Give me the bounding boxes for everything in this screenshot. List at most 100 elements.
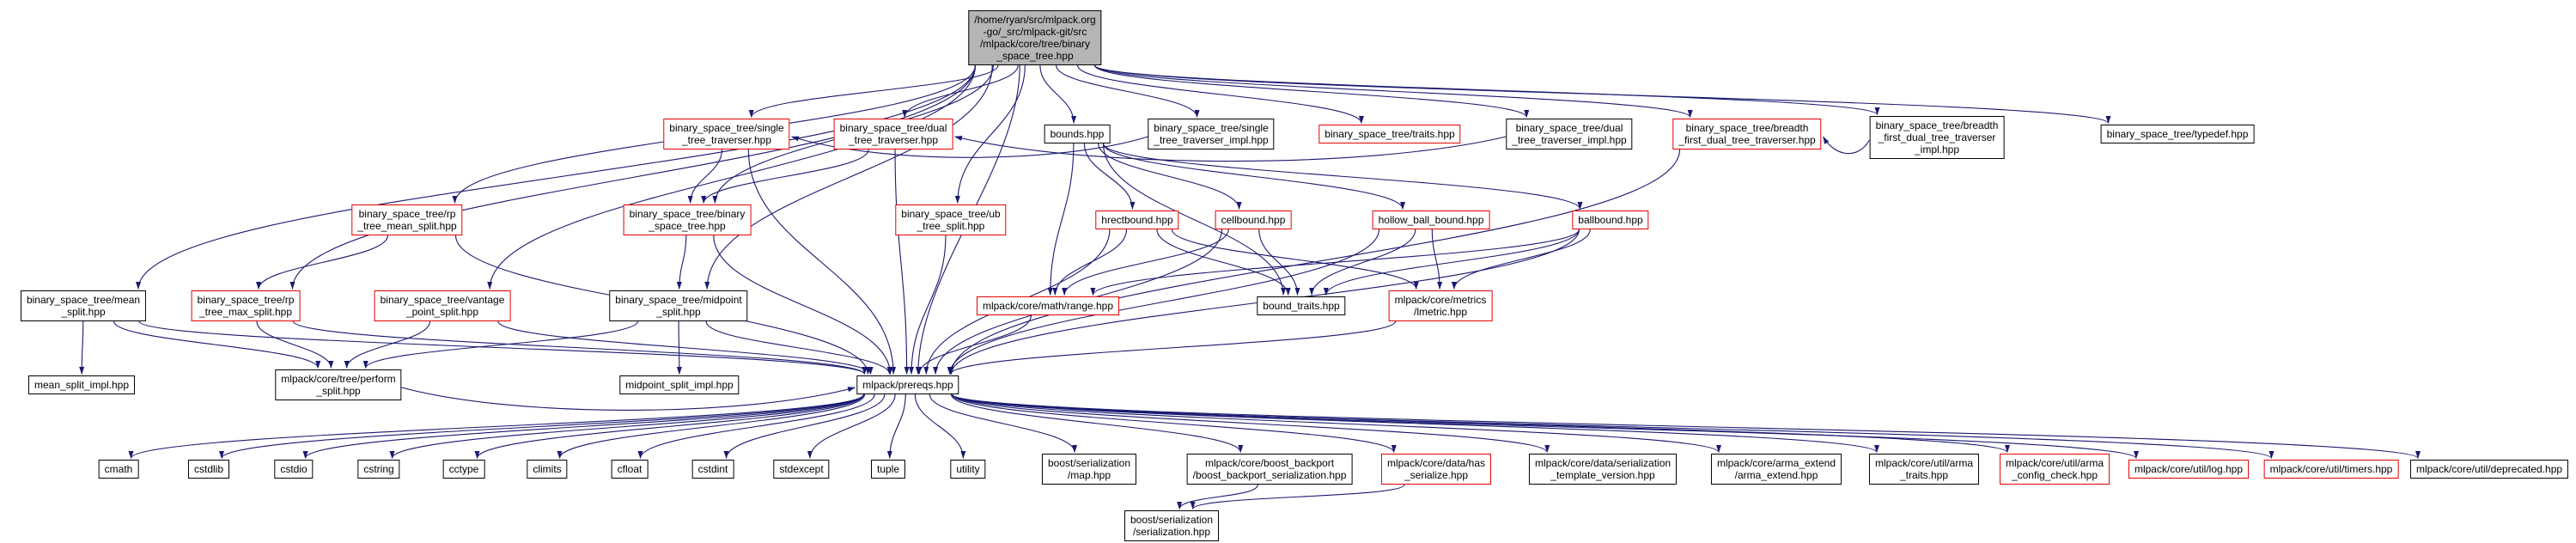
graph-node-midpoint_split[interactable]: binary_space_tree/midpoint_split.hpp: [609, 290, 748, 321]
edge-prereqs-to-cmath: [128, 394, 865, 459]
node-label-line: cstring: [363, 463, 394, 475]
node-label-line: _tree_traverser_impl.hpp: [1154, 134, 1269, 146]
edge-ub_tree_split-to-prereqs: [909, 235, 947, 375]
graph-node-has_serialize[interactable]: mlpack/core/data/has_serialize.hpp: [1380, 454, 1492, 485]
node-label-line: binary_space_tree/rp: [197, 294, 295, 306]
edge-hrectbound-to-bound_traits: [1156, 229, 1291, 296]
graph-node-midpoint_split_impl[interactable]: midpoint_split_impl.hpp: [619, 375, 740, 394]
graph-node-breadth_traverser_impl[interactable]: binary_space_tree/breadth_first_dual_tre…: [1869, 116, 2005, 159]
node-label-line: /home/ryan/src/mlpack.org: [974, 14, 1096, 26]
node-label-line: binary_space_tree/binary: [629, 208, 746, 220]
edge-boost_backport-to-boost_serialization: [1177, 484, 1258, 509]
graph-node-cellbound[interactable]: cellbound.hpp: [1215, 210, 1292, 229]
node-label-line: hollow_ball_bound.hpp: [1378, 214, 1484, 226]
graph-node-tuple: tuple: [870, 460, 906, 479]
node-label-line: mlpack/core/arma_extend: [1716, 457, 1836, 469]
edge-vantage_point_split-to-perform_split: [344, 320, 431, 369]
edge-rp_tree_max_split-to-perform_split: [256, 320, 334, 369]
graph-node-utility: utility: [950, 460, 986, 479]
graph-node-rp_tree_max_split[interactable]: binary_space_tree/rp_tree_max_split.hpp: [191, 290, 301, 321]
edge-rp_tree_mean_split-to-rp_tree_max_split: [256, 235, 388, 290]
edge-binary_space_tree-to-prereqs: [713, 235, 893, 375]
node-label-line: cstdlib: [193, 463, 224, 475]
node-label-line: bound_traits.hpp: [1263, 300, 1340, 312]
node-label-line: _tree_max_split.hpp: [198, 306, 293, 318]
node-label-line: _tree_traverser_impl.hpp: [1512, 134, 1627, 146]
node-label-line: utility: [956, 463, 980, 475]
node-label-line: cstdint: [697, 463, 728, 475]
graph-node-dual_tree_traverser[interactable]: binary_space_tree/dual_tree_traverser.hp…: [833, 119, 953, 149]
edge-range-to-prereqs: [917, 314, 1032, 375]
edge-main-to-single_tree_traverser: [748, 64, 999, 118]
edge-single_tree_traverser_impl-to-single_tree_traverser: [791, 136, 1148, 158]
node-label-line: climits: [533, 463, 562, 475]
graph-node-lmetric[interactable]: mlpack/core/metrics/lmetric.hpp: [1388, 290, 1493, 321]
edge-main-to-breadth_traverser: [1093, 64, 1693, 118]
graph-node-ser_template_version[interactable]: mlpack/core/data/serialization_template_…: [1528, 454, 1678, 485]
edge-hollow_ball_bound-to-bound_traits: [1309, 229, 1416, 296]
graph-node-log[interactable]: mlpack/core/util/log.hpp: [2128, 460, 2250, 479]
node-label-line: boost/serialization: [1130, 514, 1214, 526]
edge-perform_split-to-prereqs: [401, 387, 856, 411]
graph-node-mean_split_impl[interactable]: mean_split_impl.hpp: [27, 375, 136, 394]
edge-lmetric-to-prereqs: [947, 320, 1397, 375]
graph-node-arma_traits[interactable]: mlpack/core/util/arma_traits.hpp: [1868, 454, 1980, 485]
node-label-line: /boost_backport_serialization.hpp: [1192, 469, 1347, 481]
graph-node-arma_extend[interactable]: mlpack/core/arma_extend/arma_extend.hpp: [1710, 454, 1842, 485]
node-label-line: mlpack/core/data/serialization: [1534, 457, 1672, 469]
edge-bounds-to-ballbound: [1102, 143, 1583, 210]
node-label-line: cellbound.hpp: [1221, 214, 1286, 226]
edge-main-to-ub_tree_split: [954, 64, 1026, 204]
edge-hrectbound-to-range: [1052, 229, 1128, 296]
graph-node-ballbound[interactable]: ballbound.hpp: [1572, 210, 1649, 229]
node-label-line: mlpack/core/util/timers.hpp: [2269, 463, 2393, 475]
graph-node-bounds[interactable]: bounds.hpp: [1044, 125, 1111, 143]
graph-node-prereqs[interactable]: mlpack/prereqs.hpp: [856, 375, 959, 394]
edge-prereqs-to-arma_extend: [951, 394, 1721, 453]
node-label-line: mlpack/core/boost_backport: [1204, 457, 1335, 469]
node-label-line: _traits.hpp: [1899, 469, 1949, 481]
node-label-line: cfloat: [617, 463, 642, 475]
node-label-line: binary_space_tree/breadth: [1685, 122, 1809, 134]
node-label-line: _tree_mean_split.hpp: [357, 220, 457, 232]
graph-node-binary_space_tree[interactable]: binary_space_tree/binary_space_tree.hpp: [623, 204, 752, 235]
graph-node-typedef[interactable]: binary_space_tree/typedef.hpp: [2100, 125, 2255, 143]
graph-node-deprecated[interactable]: mlpack/core/util/deprecated.hpp: [2409, 460, 2569, 479]
graph-node-single_tree_traverser_impl[interactable]: binary_space_tree/single_tree_traverser_…: [1148, 119, 1275, 149]
edge-vantage_point_split-to-prereqs: [497, 320, 874, 375]
graph-node-bound_traits[interactable]: bound_traits.hpp: [1257, 296, 1346, 315]
graph-node-breadth_traverser[interactable]: binary_space_tree/breadth_first_dual_tre…: [1672, 119, 1822, 149]
node-label-line: binary_space_tree/midpoint: [615, 294, 742, 306]
graph-node-timers[interactable]: mlpack/core/util/timers.hpp: [2263, 460, 2399, 479]
node-label-line: cstdio: [280, 463, 308, 475]
graph-node-ub_tree_split[interactable]: binary_space_tree/ub_tree_split.hpp: [895, 204, 1007, 235]
graph-node-dual_tree_traverser_impl[interactable]: binary_space_tree/dual_tree_traverser_im…: [1506, 119, 1633, 149]
edge-prereqs-to-deprecated: [951, 394, 2421, 459]
node-label-line: binary_space_tree/rp: [358, 208, 456, 220]
edge-dual_tree_traverser_impl-to-dual_tree_traverser: [954, 136, 1507, 162]
edge-dual_tree_traverser-to-prereqs: [894, 149, 910, 375]
edge-prereqs-to-cstdint: [723, 394, 886, 459]
node-label-line: _template_version.hpp: [1550, 469, 1655, 481]
graph-node-vantage_point_split[interactable]: binary_space_tree/vantage_point_split.hp…: [374, 290, 511, 321]
graph-node-hrectbound[interactable]: hrectbound.hpp: [1095, 210, 1179, 229]
node-label-line: mlpack/core/util/deprecated.hpp: [2415, 463, 2563, 475]
node-label-line: mean_split_impl.hpp: [33, 379, 130, 391]
node-label-line: midpoint_split_impl.hpp: [625, 379, 734, 391]
graph-node-single_tree_traverser[interactable]: binary_space_tree/single_tree_traverser.…: [663, 119, 790, 149]
edge-prereqs-to-cctype: [474, 394, 865, 459]
graph-node-arma_config_check[interactable]: mlpack/core/util/arma_config_check.hpp: [1999, 454, 2110, 485]
graph-node-traits[interactable]: binary_space_tree/traits.hpp: [1318, 125, 1461, 143]
graph-node-range[interactable]: mlpack/core/math/range.hpp: [976, 296, 1120, 315]
node-label-line: _space_tree.hpp: [649, 220, 726, 232]
node-label-line: _space_tree.hpp: [996, 50, 1074, 62]
graph-node-boost_backport[interactable]: mlpack/core/boost_backport/boost_backpor…: [1186, 454, 1353, 485]
node-label-line: -go/_src/mlpack-git/src: [983, 26, 1087, 38]
graph-node-perform_split[interactable]: mlpack/core/tree/perform_split.hpp: [275, 369, 402, 400]
graph-node-mean_split[interactable]: binary_space_tree/mean_split.hpp: [20, 290, 147, 321]
graph-node-rp_tree_mean_split[interactable]: binary_space_tree/rp_tree_mean_split.hpp: [351, 204, 463, 235]
graph-node-hollow_ball_bound[interactable]: hollow_ball_bound.hpp: [1372, 210, 1490, 229]
node-label-line: bounds.hpp: [1050, 128, 1105, 140]
